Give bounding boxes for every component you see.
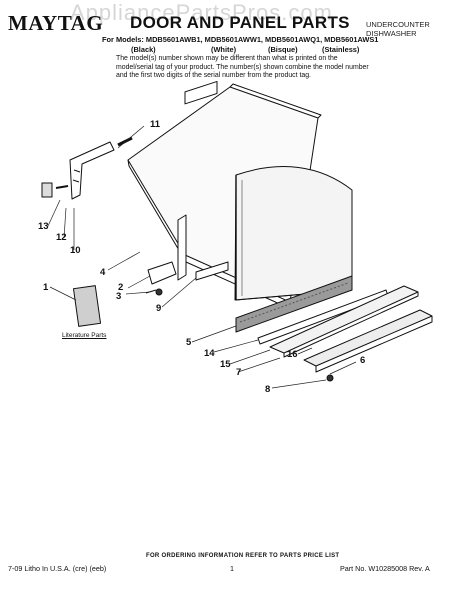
callout-12: 12 (56, 232, 67, 243)
watermark: AppliancePartsPros.com (70, 0, 333, 25)
callout-11: 11 (150, 119, 161, 130)
callout-10: 10 (70, 245, 81, 256)
callout-4: 4 (100, 267, 106, 278)
callout-6: 6 (360, 355, 366, 366)
footer-part-number: Part No. W10285008 Rev. A (340, 564, 430, 573)
product-type-line1: UNDERCOUNTER (366, 20, 430, 29)
hinge-plate (147, 261, 177, 285)
brand-logo: MAYTAG (8, 11, 104, 35)
finish-bisque: (Bisque) (268, 45, 298, 54)
product-type-line2: DISHWASHER (366, 29, 417, 38)
callout-9: 9 (156, 303, 162, 314)
footer-litho: 7-09 Litho In U.S.A. (cre) (eeb) (8, 564, 107, 573)
ordering-info: FOR ORDERING INFORMATION REFER TO PARTS … (146, 553, 340, 559)
hinge-arm (69, 141, 115, 200)
callout-1: 1 (43, 282, 49, 293)
callout-14: 14 (204, 348, 215, 359)
finish-black: (Black) (131, 45, 156, 54)
literature-booklet (72, 285, 102, 327)
finish-white: (White) (211, 45, 237, 54)
vent-strip (195, 261, 229, 281)
callout-13: 13 (38, 221, 49, 232)
literature-parts-label: Literature Parts (62, 332, 107, 339)
product-type: UNDERCOUNTER DISHWASHER (366, 20, 458, 38)
model-note: The model(s) number shown may be differe… (116, 55, 369, 80)
callout-8: 8 (265, 384, 271, 395)
callout-7: 7 (236, 367, 242, 378)
finish-stainless: (Stainless) (322, 45, 360, 54)
outer-door-panel (234, 166, 353, 301)
callout-15: 15 (220, 359, 231, 370)
door-bracket (177, 214, 187, 281)
callout-2: 2 (118, 282, 124, 293)
hinge-bracket (41, 182, 53, 198)
callout-5: 5 (186, 337, 192, 348)
models-line: For Models: MDB5601AWB1, MDB5601AWW1, MD… (102, 35, 379, 44)
footer-page-number: 1 (230, 564, 234, 573)
callout-16: 16 (287, 349, 298, 360)
console-bar (235, 275, 353, 333)
page-title: DOOR AND PANEL PARTS (130, 13, 350, 32)
callout-3: 3 (116, 291, 122, 302)
